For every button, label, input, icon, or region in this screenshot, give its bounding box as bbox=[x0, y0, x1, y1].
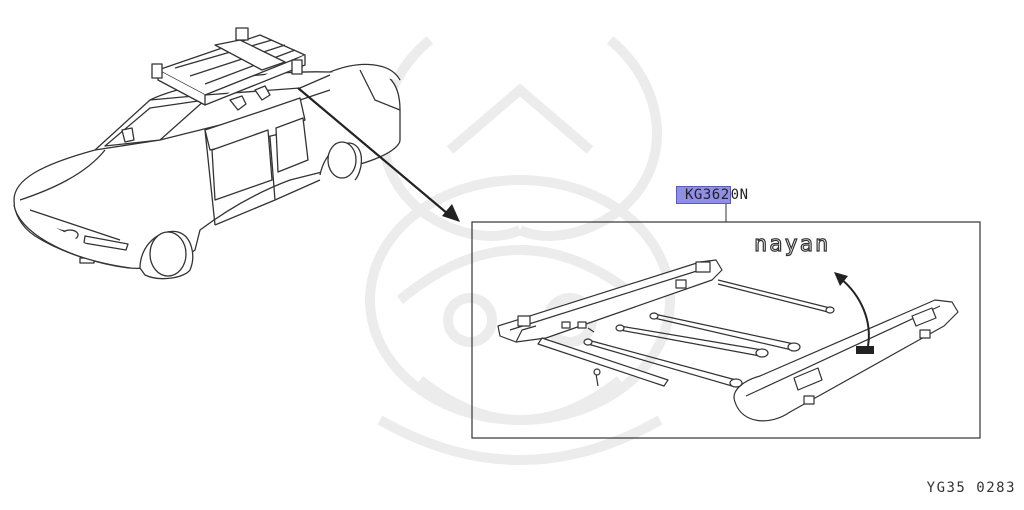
pointer-arrow bbox=[297, 87, 460, 222]
roof-rack-on-car bbox=[151, 27, 306, 111]
part-number-highlight[interactable]: KG362 bbox=[676, 186, 731, 204]
rail-stamp-text: nayan bbox=[753, 231, 831, 257]
label-curved-arrow bbox=[834, 272, 874, 354]
diagram-code: YG35 0283 bbox=[926, 480, 1016, 496]
car-illustration bbox=[13, 63, 401, 280]
part-number-suffix: 0N bbox=[730, 187, 749, 203]
roof-rack-exploded-parts bbox=[497, 259, 959, 422]
watermark-emblem bbox=[365, 36, 675, 465]
